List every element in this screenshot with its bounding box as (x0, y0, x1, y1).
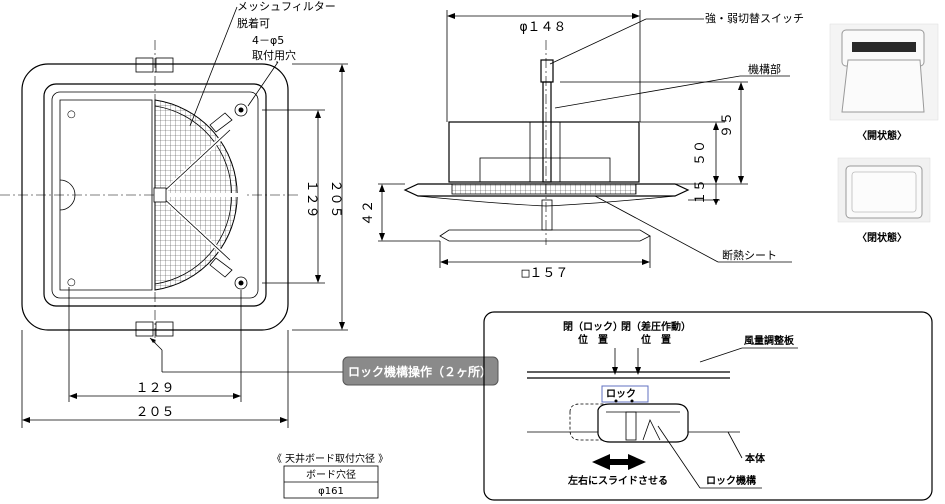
insulation-sheet (451, 183, 637, 195)
mount-hole-top (234, 103, 248, 117)
insulation-label: 断熱シート (722, 248, 777, 262)
holes-label: 4－φ5 (252, 34, 284, 47)
hole-table-header: ボード穴径 (306, 468, 356, 481)
lock-detail-frame (483, 311, 933, 501)
dim-42: ４２ (361, 200, 376, 226)
leader-holes (247, 61, 279, 107)
leader-mechanism (554, 75, 741, 109)
filter-tab-top (209, 112, 233, 133)
photo-closed-caption: 〈閉状態〉 (857, 231, 907, 244)
dim-205-v: ２０５ (328, 179, 343, 218)
slide-arrow-icon (592, 454, 646, 470)
lock-mechanism (597, 403, 689, 443)
bottom-tab-right (155, 321, 174, 337)
mount-hole-bottom-center (238, 280, 244, 286)
detachable-label: 脱着可 (237, 16, 270, 30)
lock-mechanism-label: ロック機構 (706, 474, 756, 487)
lock-operation-label: ロック機構操作（２ヶ所） (348, 364, 492, 379)
closed-lock-position: 閉（ロック） (563, 320, 623, 333)
leader-mesh (189, 6, 238, 127)
hole-table-title: 《 天井ボード取付穴径 》 (272, 452, 388, 465)
leader-insulation (594, 195, 719, 263)
top-tab-right (155, 57, 174, 73)
diff-pressure-position-2: 位 置 (641, 333, 671, 346)
dim-148: φ１４８ (520, 20, 567, 35)
side-view: φ１４８ 強・弱切替スイッチ 機構部 断熱シート ９５ (361, 10, 804, 281)
closed-lock-position-2: 位 置 (578, 333, 608, 346)
dim-205-h: ２０５ (135, 405, 174, 420)
mount-hole-bottom (234, 276, 248, 290)
housing-inner (479, 157, 611, 183)
lock-detail: 閉（ロック） 位 置 閉（差圧作動） 位 置 風量調整板 ロック 左右にスライド… (483, 311, 933, 501)
screw-mark-bottom: ○ (67, 277, 76, 288)
hole-table-value: φ161 (318, 486, 344, 497)
lock-operation-box (342, 356, 499, 386)
leader-switch (549, 18, 647, 65)
filter-tab-bottom (209, 257, 233, 278)
photo-closed: 〈閉状態〉 (837, 157, 931, 244)
mechanism-label: 機構部 (748, 62, 781, 76)
dim-50: ５０ (693, 140, 708, 166)
shaft (542, 81, 552, 183)
hole-table: 《 天井ボード取付穴径 》 ボード穴径 φ161 (272, 452, 388, 499)
filter-hub (153, 187, 167, 203)
front-view: ○ ○ メッシュフィルター 脱着可 4－φ5 取付用穴 (0, 0, 348, 428)
lock-ghost (569, 403, 605, 441)
holes-purpose-label: 取付用穴 (252, 48, 296, 62)
switch-label: 強・弱切替スイッチ (705, 11, 804, 25)
body-label: 本体 (745, 452, 766, 465)
bottom-plate (439, 229, 651, 242)
housing (448, 121, 640, 183)
mount-hole-top-center (238, 107, 244, 113)
notch-left (59, 179, 76, 211)
mesh-filter-label: メッシュフィルター (237, 0, 336, 13)
photo-open: 〈開状態〉 (829, 23, 939, 142)
dim-157: □１５７ (522, 266, 569, 281)
diff-pressure-position: 閉（差圧作動） (621, 320, 691, 333)
dim-129-v: １２９ (304, 179, 319, 218)
cover-left-half (59, 99, 153, 291)
screw-mark-top: ○ (67, 109, 76, 120)
lock-label: ロック (606, 388, 636, 400)
top-tab-left (135, 57, 154, 73)
slide-instruction: 左右にスライドさせる (567, 474, 668, 487)
dim-15: １５ (693, 179, 708, 205)
photo-open-caption: 〈開状態〉 (857, 129, 907, 142)
lock-highlight-box (601, 385, 649, 403)
bottom-tab-left (135, 321, 154, 337)
dim-129-h: １２９ (135, 381, 174, 396)
dim-95: ９５ (720, 112, 735, 138)
lock-operation-callout: ロック機構操作（２ヶ所） (342, 356, 499, 386)
damper-label: 風量調整板 (744, 334, 795, 347)
